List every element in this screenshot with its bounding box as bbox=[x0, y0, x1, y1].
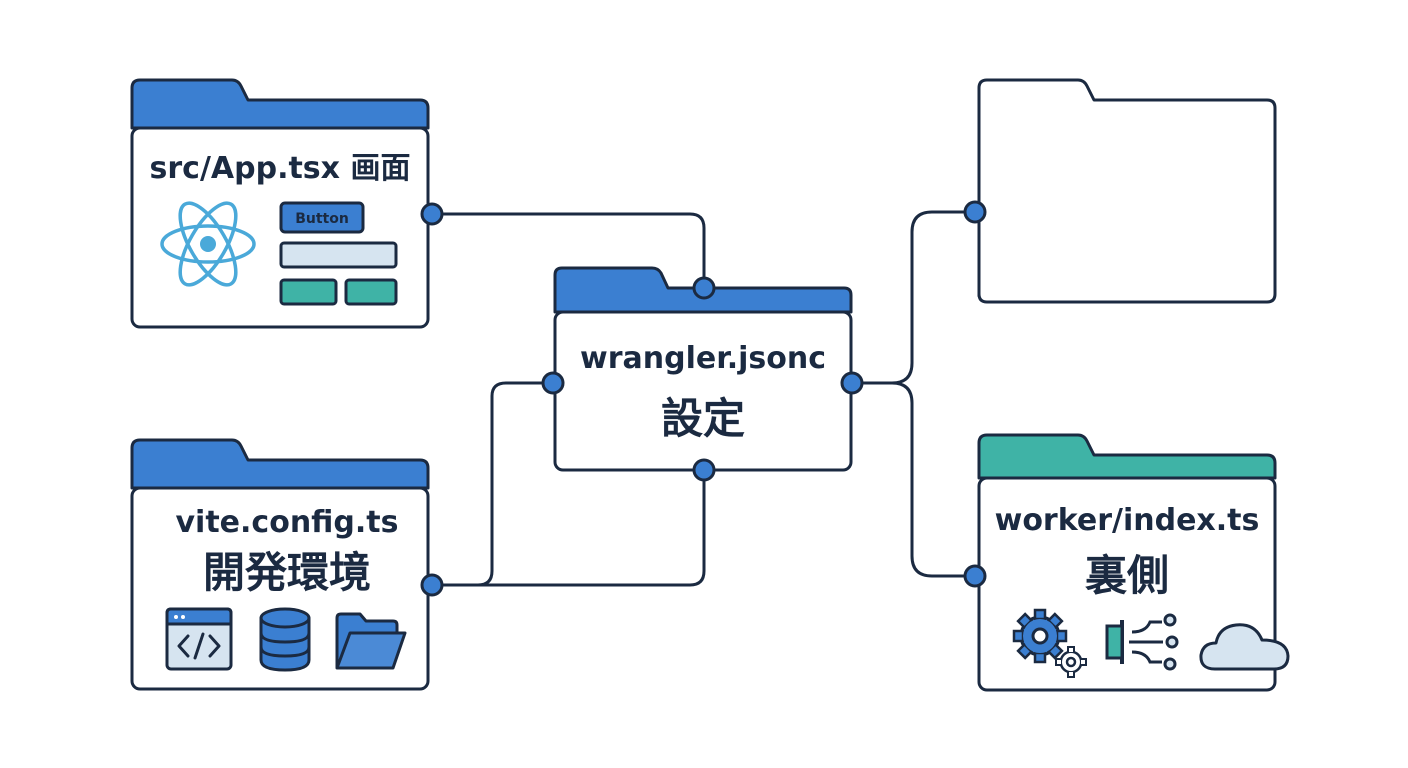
connector-wrangler-to-empty bbox=[852, 210, 975, 385]
folder-wrangler-title: wrangler.jsonc bbox=[580, 341, 826, 376]
port-vite-right bbox=[420, 573, 444, 597]
folder-app-title: src/App.tsx 画面 bbox=[150, 151, 411, 186]
folder-worker-subtitle: 裏側 bbox=[1085, 551, 1169, 600]
connector-vite-to-wrangler-left bbox=[432, 381, 553, 587]
mock-block-left bbox=[279, 278, 338, 306]
folder-vite: vite.config.ts 開発環境 bbox=[130, 438, 430, 691]
connection-dots bbox=[420, 200, 987, 597]
mock-block-right bbox=[344, 278, 398, 306]
mock-input-bar bbox=[279, 241, 398, 269]
folder-wrangler-body bbox=[553, 310, 853, 472]
port-wrangler-bottom bbox=[692, 458, 716, 482]
port-app-right bbox=[420, 202, 444, 226]
folder-worker: worker/index.ts 裏側 bbox=[977, 433, 1290, 692]
port-wrangler-left bbox=[541, 371, 565, 395]
mock-button-label: Button bbox=[295, 211, 349, 227]
folder-vite-title: vite.config.ts bbox=[176, 505, 399, 540]
connectors bbox=[432, 210, 975, 587]
port-wrangler-top bbox=[692, 276, 716, 300]
port-empty-left bbox=[963, 200, 987, 224]
port-wrangler-right bbox=[840, 371, 864, 395]
folder-worker-title: worker/index.ts bbox=[995, 503, 1260, 538]
folder-app: src/App.tsx 画面 Button bbox=[130, 78, 430, 329]
react-icon bbox=[160, 201, 256, 287]
mock-button bbox=[279, 201, 365, 234]
network-icon bbox=[1105, 613, 1179, 671]
folder-vite-tab bbox=[130, 438, 430, 490]
database-icon bbox=[259, 607, 311, 672]
code-window-icon bbox=[165, 607, 233, 671]
ui-mock: Button bbox=[279, 201, 398, 306]
folder-worker-tab bbox=[977, 433, 1277, 480]
folder-empty bbox=[977, 78, 1277, 304]
folder-app-tab bbox=[130, 78, 430, 130]
open-folder-icon bbox=[335, 612, 407, 670]
gears-icon bbox=[1012, 608, 1087, 678]
folder-empty-outline bbox=[977, 78, 1277, 304]
folder-vite-subtitle: 開発環境 bbox=[203, 548, 371, 597]
connector-vite-to-wrangler-bottom bbox=[432, 470, 706, 587]
connector-app-to-wrangler bbox=[432, 212, 706, 288]
connector-wrangler-to-worker bbox=[852, 381, 975, 578]
cloud-icon bbox=[1199, 623, 1290, 671]
port-worker-left bbox=[963, 564, 987, 588]
folder-wrangler-subtitle: 設定 bbox=[661, 394, 745, 443]
